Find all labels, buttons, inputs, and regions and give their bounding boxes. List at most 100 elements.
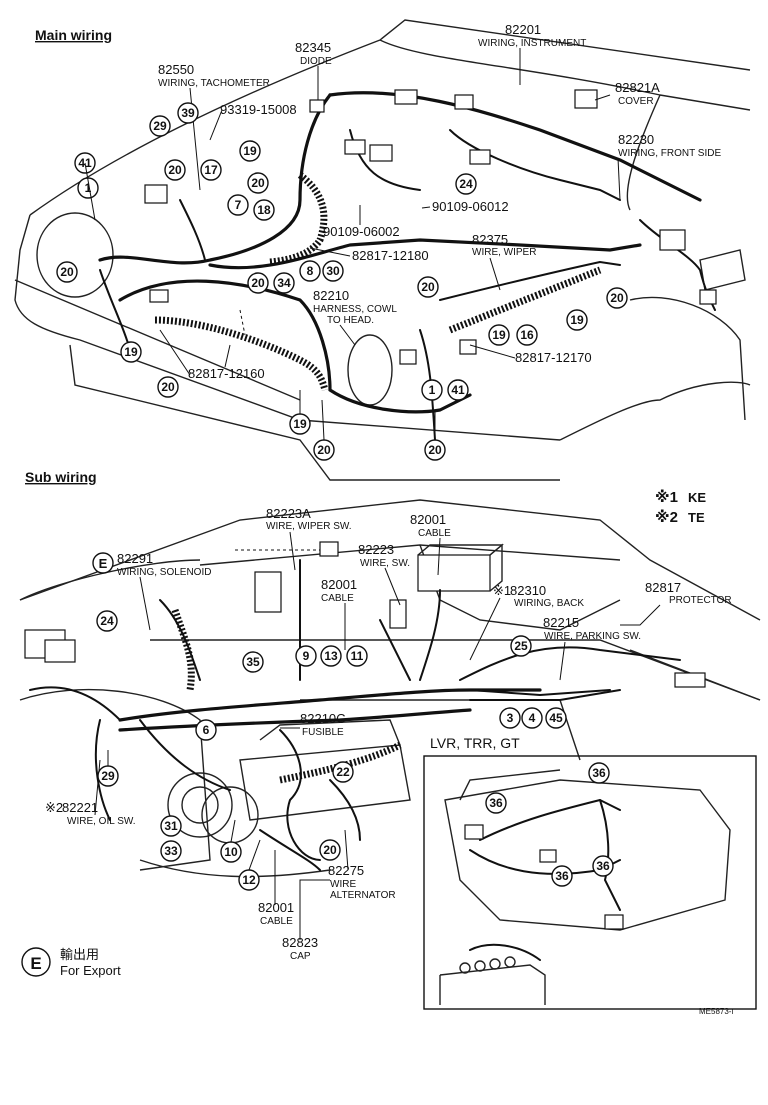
svg-text:19: 19: [492, 328, 506, 342]
callout: 29: [149, 115, 171, 137]
main-callouts: 41 1 29 39 20 17 7 18 19 20 24 20 20 34 …: [56, 102, 628, 461]
callout: 20: [606, 287, 628, 309]
label-82001-c: 82001: [258, 900, 294, 915]
sub-part-labels: 82223A WIRE, WIPER SW. 82001 CABLE E 822…: [45, 506, 732, 962]
sub-car-body: [19, 499, 761, 878]
svg-text:19: 19: [124, 345, 138, 359]
label-82201: 82201: [505, 22, 541, 37]
callout: 31: [160, 815, 182, 837]
callout: 36: [551, 865, 573, 887]
callout: 20: [319, 839, 341, 861]
export-jp: 輸出用: [60, 947, 99, 962]
callout: 45: [545, 707, 567, 729]
label-82310-mark: ※1: [493, 583, 511, 598]
svg-text:20: 20: [168, 163, 182, 177]
label-82215-desc: WIRE, PARKING SW.: [544, 631, 641, 642]
callout: 36: [592, 855, 614, 877]
callout: 12: [238, 869, 260, 891]
callout: 16: [516, 324, 538, 346]
callout: 9: [295, 645, 317, 667]
label-82817-12160: 82817-12160: [188, 366, 265, 381]
label-82223: 82223: [358, 542, 394, 557]
svg-text:36: 36: [489, 796, 503, 810]
inset-title: LVR, TRR, GT: [430, 735, 520, 751]
figure-id: ME5873-ı: [699, 1007, 734, 1016]
sub-harness-lines: [29, 549, 681, 871]
main-car-body: [14, 19, 751, 481]
callout: 8: [299, 260, 321, 282]
svg-text:36: 36: [555, 869, 569, 883]
svg-text:29: 29: [153, 119, 167, 133]
label-82210-desc: HARNESS, COWL: [313, 304, 397, 315]
label-90109-06002: 90109-06002: [323, 224, 400, 239]
label-82275-desc2: ALTERNATOR: [330, 890, 396, 901]
note2-mark: ※2: [655, 508, 678, 526]
callout: 30: [322, 260, 344, 282]
callout: 20: [417, 276, 439, 298]
callout: 24: [455, 173, 477, 195]
label-82001-c-desc: CABLE: [260, 916, 293, 927]
svg-text:3: 3: [507, 711, 514, 725]
callout: 4: [521, 707, 543, 729]
main-part-labels: 82201 WIRING, INSTRUMENT 82345 DIODE 825…: [158, 22, 721, 381]
svg-text:20: 20: [161, 380, 175, 394]
note1-text: KE: [688, 490, 706, 505]
svg-text:29: 29: [101, 769, 115, 783]
callout: 19: [120, 341, 142, 363]
main-connectors: [144, 89, 717, 365]
svg-text:1: 1: [85, 181, 92, 195]
svg-text:9: 9: [303, 649, 310, 663]
callout: 20: [164, 159, 186, 181]
svg-text:17: 17: [204, 163, 218, 177]
label-82210C-desc: FUSIBLE: [302, 727, 344, 738]
callout: 22: [332, 761, 354, 783]
callout: 29: [97, 765, 119, 787]
svg-text:20: 20: [421, 280, 435, 294]
label-82230: 82230: [618, 132, 654, 147]
label-82550: 82550: [158, 62, 194, 77]
callout: 13: [320, 645, 342, 667]
svg-text:8: 8: [307, 264, 314, 278]
svg-text:19: 19: [243, 144, 257, 158]
sub-wiring-title: Sub wiring: [25, 469, 97, 485]
label-93319-15008: 93319-15008: [220, 102, 297, 117]
callout: 35: [242, 651, 264, 673]
callout: 1: [421, 379, 443, 401]
svg-text:34: 34: [277, 276, 291, 290]
svg-text:20: 20: [323, 843, 337, 857]
callout: 34: [273, 272, 295, 294]
label-90109-06012: 90109-06012: [432, 199, 509, 214]
callout: 7: [227, 194, 249, 216]
svg-text:10: 10: [224, 845, 238, 859]
svg-text:1: 1: [429, 383, 436, 397]
callout: 20: [56, 261, 78, 283]
callout: 17: [200, 159, 222, 181]
callout: 19: [293, 417, 307, 431]
svg-text:30: 30: [326, 264, 340, 278]
callout: 41: [447, 379, 469, 401]
label-82210: 82210: [313, 288, 349, 303]
label-82345-desc: DIODE: [300, 56, 332, 67]
svg-text:6: 6: [203, 723, 210, 737]
label-82817-12180: 82817-12180: [352, 248, 429, 263]
svg-text:39: 39: [181, 106, 195, 120]
label-82310-desc: WIRING, BACK: [514, 598, 584, 609]
svg-text:11: 11: [351, 649, 364, 663]
label-82223-desc: WIRE, SW.: [360, 558, 410, 569]
svg-text:20: 20: [428, 443, 442, 457]
label-82821A: 82821A: [615, 80, 660, 95]
label-82001-b-desc: CABLE: [321, 593, 354, 604]
export-mark-82291: E: [92, 552, 114, 574]
callout: 3: [499, 707, 521, 729]
export-en: For Export: [60, 963, 121, 978]
main-wiring-title: Main wiring: [35, 27, 112, 43]
callout: 20: [247, 272, 269, 294]
callout: 10: [220, 841, 242, 863]
inset-lvr-trr-gt: LVR, TRR, GT 36 36 36 36: [423, 735, 757, 1010]
svg-text:20: 20: [610, 291, 624, 305]
label-82375-desc: WIRE, WIPER: [472, 247, 536, 258]
svg-text:20: 20: [317, 443, 331, 457]
svg-text:12: 12: [242, 873, 256, 887]
main-harness-lines: [98, 91, 716, 441]
